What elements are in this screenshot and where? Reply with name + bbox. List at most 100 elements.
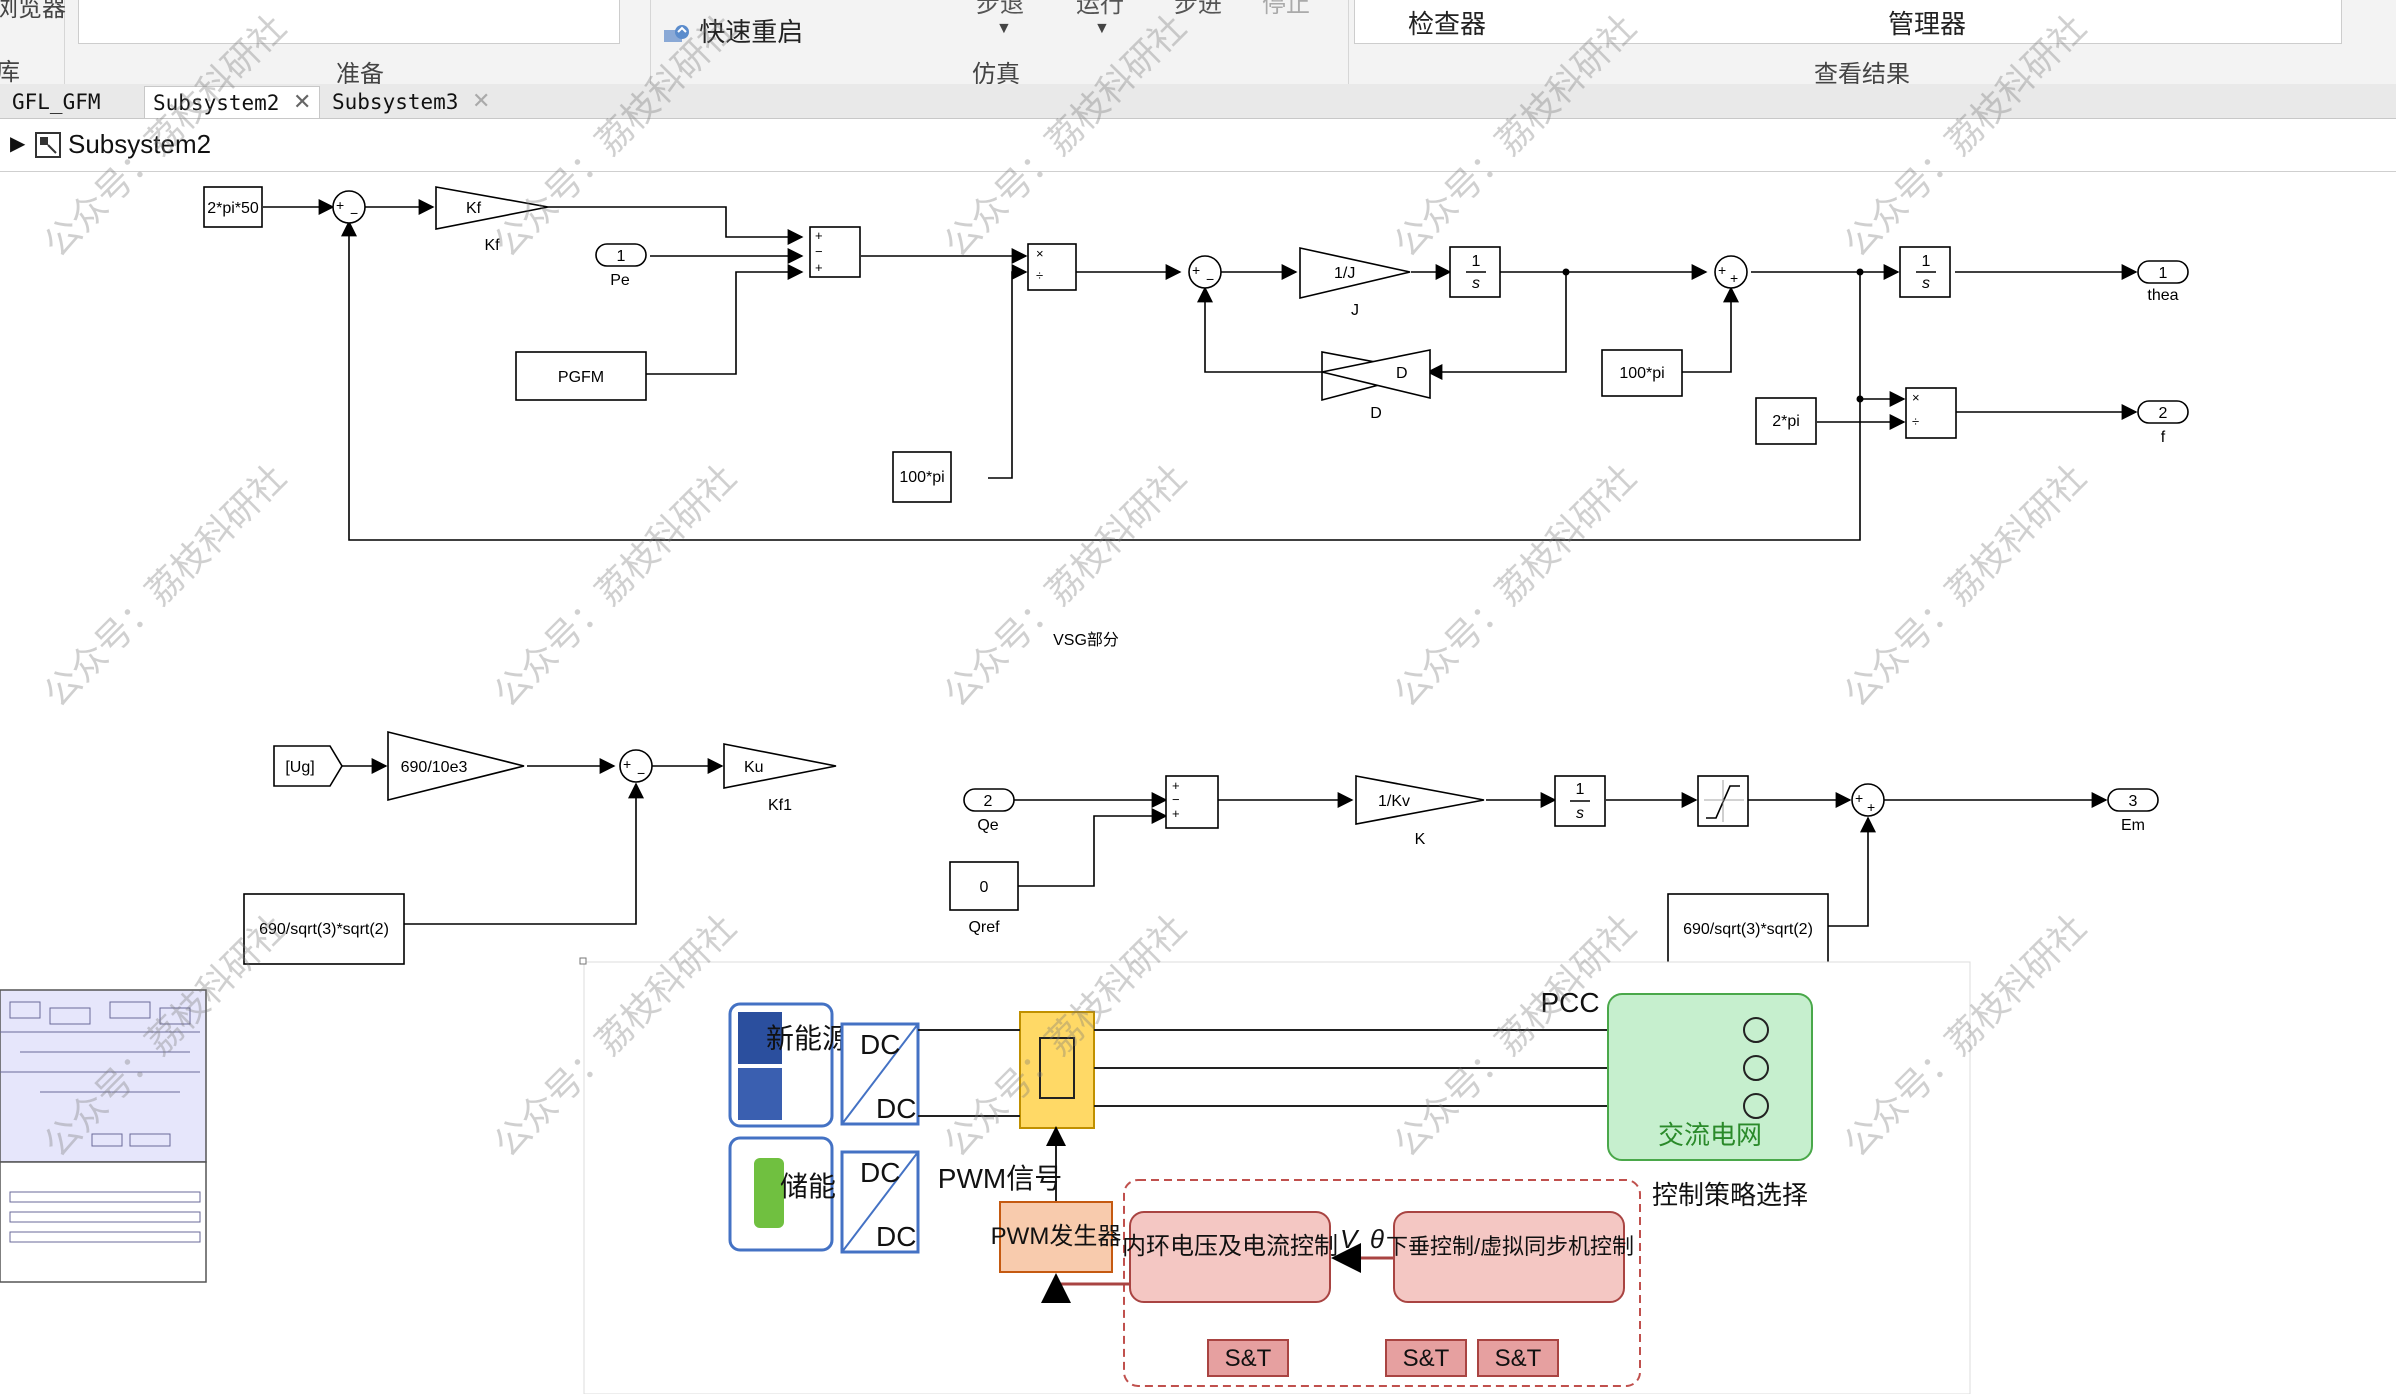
block-caption: Kf1 xyxy=(768,797,792,814)
step-forward-label[interactable]: 步进 xyxy=(1174,0,1222,18)
from-block[interactable] xyxy=(273,745,343,787)
outport-block[interactable] xyxy=(2137,260,2189,284)
sum-block[interactable] xyxy=(332,190,366,224)
tab-subsystem3[interactable]: Subsystem3 ✕ xyxy=(324,86,500,118)
constant-block[interactable] xyxy=(949,861,1019,911)
gain-block[interactable] xyxy=(1355,775,1485,825)
product-block[interactable] xyxy=(1905,387,1957,439)
close-icon[interactable]: ✕ xyxy=(472,89,491,114)
fast-restart-button[interactable]: 快速重启 xyxy=(662,12,803,49)
expand-triangle-icon[interactable]: ▶ xyxy=(10,133,26,155)
step-back-label[interactable]: 步退 xyxy=(976,0,1024,18)
svg-text:+: + xyxy=(623,756,631,772)
svg-text:÷: ÷ xyxy=(1036,268,1043,283)
sum-block[interactable] xyxy=(1851,783,1885,817)
run-chevron-icon[interactable]: ▼ xyxy=(1094,20,1110,37)
dc-label: DC xyxy=(876,1093,916,1124)
constant-block[interactable] xyxy=(1601,349,1683,397)
breadcrumb-label[interactable]: Subsystem2 xyxy=(68,129,212,159)
block-caption: D xyxy=(1370,405,1382,422)
constant-label: 690/sqrt(3)*sqrt(2) xyxy=(259,921,389,938)
gain-label: 1/Kv xyxy=(1378,793,1410,810)
strategy-label: 控制策略选择 xyxy=(1652,1180,1808,1210)
gain-block[interactable] xyxy=(387,730,525,802)
svg-text:×: × xyxy=(1036,246,1044,261)
svg-text:+: + xyxy=(1867,799,1875,815)
prepare-gallery[interactable] xyxy=(78,0,620,44)
results-label: 查看结果 xyxy=(1814,61,1910,88)
tab-gfl-gfm[interactable]: GFL_GFM xyxy=(4,86,140,118)
fast-restart-label: 快速重启 xyxy=(699,17,804,47)
solar-icon xyxy=(738,1068,782,1120)
gain-block[interactable] xyxy=(435,186,549,230)
outport-block[interactable] xyxy=(2137,400,2189,424)
constant-block[interactable] xyxy=(1755,397,1817,445)
pwm-generator-block xyxy=(999,1201,1113,1273)
results-gallery xyxy=(1354,0,2342,44)
product-block[interactable] xyxy=(1027,243,1077,291)
constant-label: 2*pi*50 xyxy=(207,200,259,217)
svg-text:+: + xyxy=(815,228,823,243)
inport-block[interactable] xyxy=(963,788,1015,812)
model-canvas[interactable]: +− +− ++ +− ++ xyxy=(0,172,2396,1395)
stop-label[interactable]: 停止 xyxy=(1262,0,1310,18)
inport-block[interactable] xyxy=(595,243,647,267)
port-number: 1 xyxy=(2159,265,2168,282)
run-label[interactable]: 运行 xyxy=(1076,0,1124,18)
block-caption: Qref xyxy=(968,919,1000,936)
tab-label: Subsystem3 xyxy=(332,90,459,114)
dc-label: DC xyxy=(876,1221,916,1252)
results-section: 检查器 管理器 查看结果 xyxy=(1348,0,2396,88)
constant-label: 0 xyxy=(980,879,989,896)
sum3-block[interactable] xyxy=(1165,775,1219,829)
tab-subsystem2[interactable]: Subsystem2 ✕ xyxy=(144,86,320,118)
svg-text:−: − xyxy=(1206,271,1214,287)
svg-text:+: + xyxy=(1855,790,1863,806)
st-block xyxy=(1477,1339,1559,1377)
inner-loop-label: 内环电压及电流控制 xyxy=(1122,1233,1338,1260)
constant-label: 690/sqrt(3)*sqrt(2) xyxy=(1683,921,1813,938)
gain-block[interactable] xyxy=(1321,349,1431,400)
gain-label: Ku xyxy=(744,759,764,776)
svg-text:×: × xyxy=(1912,390,1920,405)
sum-block[interactable] xyxy=(619,749,653,783)
pgfm-block[interactable] xyxy=(515,351,647,401)
block-caption: Kf xyxy=(484,237,500,254)
droop-control-label: 下垂控制/虚拟同步机控制 xyxy=(1386,1234,1634,1259)
constant-block[interactable] xyxy=(1667,893,1829,965)
pwm-generator-label: PWM发生器 xyxy=(991,1223,1122,1250)
sum-block[interactable] xyxy=(1714,255,1748,289)
subsystem-icon xyxy=(34,131,62,164)
model-thumbnail[interactable] xyxy=(0,989,207,1283)
constant-block[interactable] xyxy=(243,893,405,965)
outport-block[interactable] xyxy=(2107,788,2159,812)
gain-block[interactable] xyxy=(1299,247,1411,300)
wind-icon xyxy=(738,1012,782,1064)
st-block xyxy=(1207,1339,1289,1377)
schematic-image[interactable]: 新能源 储能 DC DC DC DC PWM信号 PWM发生器 S&T S&T xyxy=(579,957,1971,1395)
svg-text:+: + xyxy=(1192,262,1200,278)
close-icon[interactable]: ✕ xyxy=(293,90,312,115)
st-label: S&T xyxy=(1403,1345,1450,1372)
annotation: VSG部分 xyxy=(1053,631,1119,649)
browser-label[interactable]: 浏览器 xyxy=(0,0,66,22)
block-caption: Pe xyxy=(610,272,630,289)
step-back-chevron-icon[interactable]: ▼ xyxy=(996,20,1012,37)
integrator-num: 1 xyxy=(1576,781,1585,798)
constant-block[interactable] xyxy=(892,451,952,503)
pwm-signal-label: PWM信号 xyxy=(938,1163,1062,1194)
simulate-section: 快速重启 仿真 步退 运行 步进 停止 ▼ ▼ xyxy=(650,0,1349,88)
inspector-button[interactable]: 检查器 xyxy=(1408,9,1487,39)
pcc-label: PCC xyxy=(1540,987,1599,1018)
manager-button[interactable]: 管理器 xyxy=(1888,9,1967,39)
svg-text:−: − xyxy=(637,765,645,781)
sum-block[interactable] xyxy=(1188,255,1222,289)
sum3-block[interactable] xyxy=(809,226,861,278)
port-number: 2 xyxy=(984,793,993,810)
gain-block[interactable] xyxy=(723,743,837,789)
breadcrumb: ▶ Subsystem2 xyxy=(0,119,2396,172)
ac-grid-label: 交流电网 xyxy=(1658,1120,1762,1150)
model-tab-bar: GFL_GFM Subsystem2 ✕ Subsystem3 ✕ xyxy=(0,84,2396,119)
constant-block[interactable] xyxy=(203,186,263,228)
block-caption: f xyxy=(2161,429,2166,446)
